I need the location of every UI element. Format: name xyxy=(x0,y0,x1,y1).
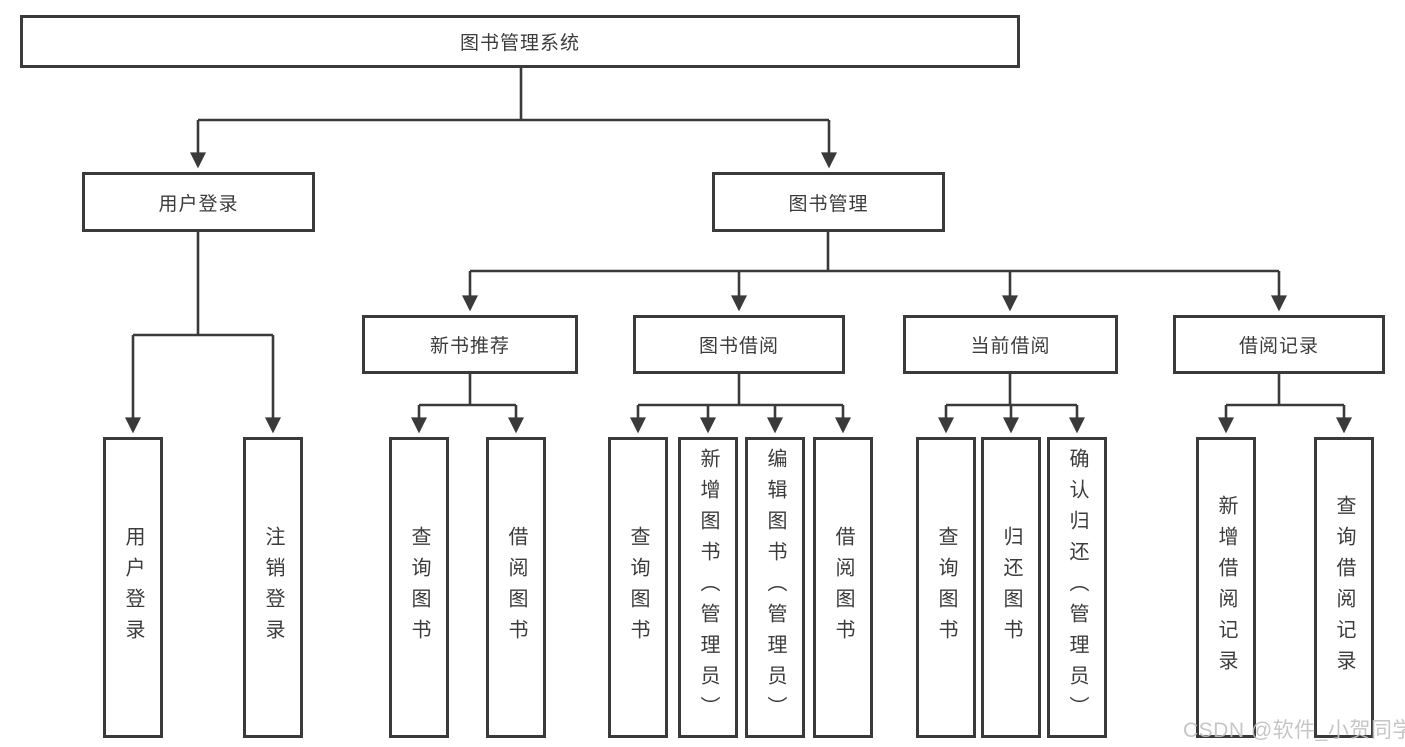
node-book-management-label: 图书管理 xyxy=(788,193,869,215)
node-new-book-recommend-label: 新书推荐 xyxy=(429,336,510,357)
node-leaf-borrow-add: 新增图书（管理员） xyxy=(678,437,738,738)
node-leaf-current-return-label: 归还图书 xyxy=(1000,525,1022,650)
node-leaf-borrow-edit: 编辑图书（管理员） xyxy=(745,437,805,738)
node-borrowing-records: 借阅记录 xyxy=(1173,315,1385,374)
node-book-management: 图书管理 xyxy=(712,172,945,232)
node-leaf-current-confirm-label: 确认归还（管理员） xyxy=(1066,448,1088,727)
node-leaf-current-confirm: 确认归还（管理员） xyxy=(1047,437,1107,738)
node-leaf-borrow-add-label: 新增图书（管理员） xyxy=(697,448,719,727)
watermark: CSDN @软件_小贺同学 xyxy=(1183,719,1405,742)
node-leaf-borrow-query: 查询图书 xyxy=(608,437,668,738)
node-new-book-recommend: 新书推荐 xyxy=(362,315,578,374)
node-leaf-record-add-label: 新增借阅记录 xyxy=(1215,494,1237,681)
node-leaf-newbook-query-label: 查询图书 xyxy=(408,525,430,650)
node-leaf-logout-label: 注销登录 xyxy=(262,525,284,650)
node-leaf-record-add: 新增借阅记录 xyxy=(1196,437,1256,738)
node-leaf-borrow-query-label: 查询图书 xyxy=(627,525,649,650)
node-leaf-borrow-borrow-label: 借阅图书 xyxy=(832,525,854,650)
node-leaf-current-query-label: 查询图书 xyxy=(935,525,957,650)
node-borrowing-records-label: 借阅记录 xyxy=(1238,336,1319,357)
node-leaf-logout: 注销登录 xyxy=(243,437,303,738)
node-user-login-label: 用户登录 xyxy=(158,193,239,215)
node-book-borrowing-label: 图书借阅 xyxy=(698,336,779,357)
node-root-label: 图书管理系统 xyxy=(459,33,580,54)
node-root: 图书管理系统 xyxy=(20,15,1020,68)
node-user-login: 用户登录 xyxy=(82,172,315,232)
node-leaf-borrow-borrow: 借阅图书 xyxy=(813,437,873,738)
node-leaf-newbook-query: 查询图书 xyxy=(389,437,449,738)
node-current-borrowing-label: 当前借阅 xyxy=(970,336,1051,357)
node-leaf-user-login-label: 用户登录 xyxy=(122,525,144,650)
node-leaf-current-return: 归还图书 xyxy=(981,437,1041,738)
node-leaf-current-query: 查询图书 xyxy=(916,437,976,738)
node-leaf-user-login: 用户登录 xyxy=(103,437,163,738)
node-leaf-newbook-borrow: 借阅图书 xyxy=(486,437,546,738)
node-current-borrowing: 当前借阅 xyxy=(903,315,1118,374)
node-leaf-record-query-label: 查询借阅记录 xyxy=(1333,494,1355,681)
node-leaf-record-query: 查询借阅记录 xyxy=(1314,437,1374,738)
node-leaf-borrow-edit-label: 编辑图书（管理员） xyxy=(764,448,786,727)
node-book-borrowing: 图书借阅 xyxy=(633,315,845,374)
node-leaf-newbook-borrow-label: 借阅图书 xyxy=(505,525,527,650)
